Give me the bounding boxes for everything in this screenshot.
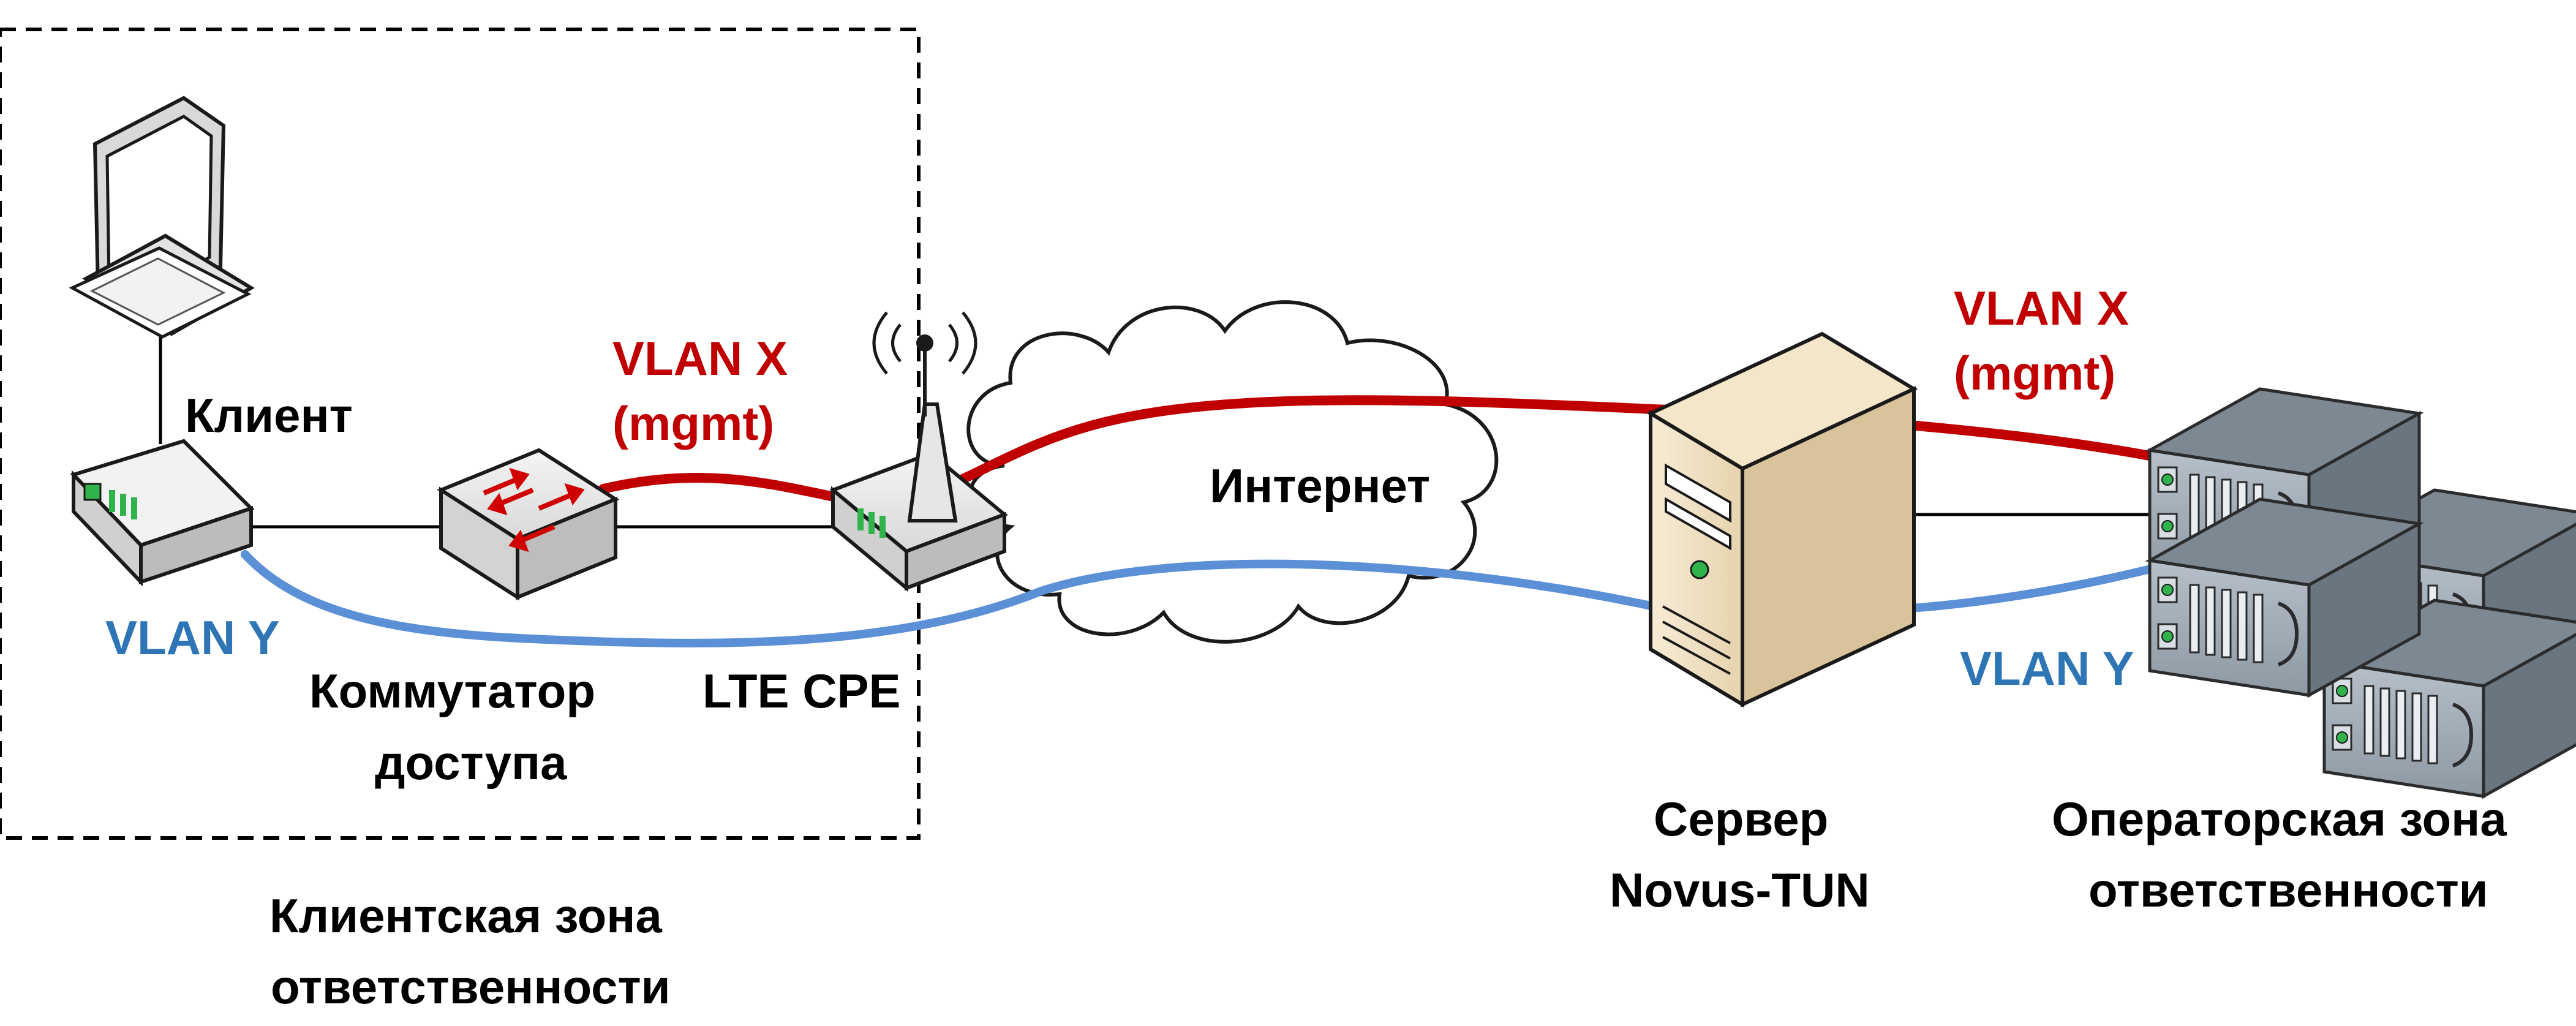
vlan-y-right-label: VLAN Y — [1960, 641, 2134, 695]
vlan-x-right-line2: (mgmt) — [1954, 346, 2115, 400]
client-zone-label-line1: Клиентская зона — [269, 889, 662, 943]
wireless-router-icon — [829, 311, 1008, 592]
server-label-line2: Novus-TUN — [1610, 863, 1870, 917]
server-label-line1: Сервер — [1654, 792, 1828, 846]
modem-icon — [70, 439, 255, 587]
vlan-x-right-line1: VLAN X — [1954, 281, 2129, 335]
cloud-icon — [966, 300, 1499, 644]
vlan-x-left-line1: VLAN X — [612, 331, 788, 385]
operator-zone-label-line2: ответственности — [2088, 863, 2488, 917]
vlan-x-left-line2: (mgmt) — [612, 396, 774, 450]
rack-server-icon — [2150, 389, 2576, 796]
desktop-computer-icon — [69, 96, 255, 339]
client-zone-label-line2: ответственности — [271, 960, 671, 1014]
wired-links — [159, 331, 2156, 529]
access-switch-label-line1: Коммутатор — [309, 664, 595, 718]
operator-zone-label-line1: Операторская зона — [2052, 792, 2507, 846]
vlan-y-left-label: VLAN Y — [105, 611, 280, 665]
client-zone-border — [0, 28, 921, 840]
internet-label: Интернет — [1210, 459, 1430, 513]
network-switch-icon — [437, 448, 620, 601]
lte-cpe-label: LTE CPE — [702, 664, 901, 718]
tower-server-icon — [1646, 331, 1918, 708]
client-label: Клиент — [185, 388, 353, 442]
access-switch-label-line2: доступа — [375, 736, 567, 790]
